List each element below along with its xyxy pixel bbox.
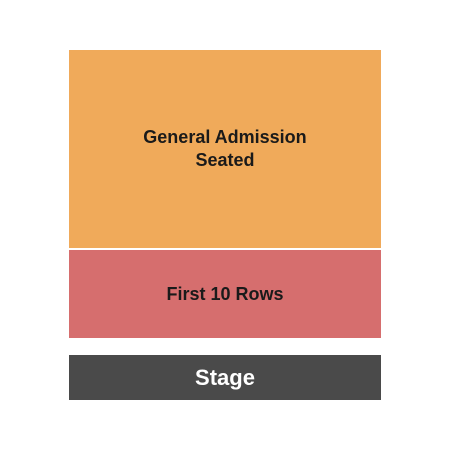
section-general-admission-label: General Admission Seated: [143, 126, 306, 172]
stage: Stage: [69, 355, 381, 400]
section-general-admission-seated[interactable]: General Admission Seated: [69, 50, 381, 248]
section-first-10-rows-label: First 10 Rows: [166, 283, 284, 304]
stage-label: Stage: [195, 364, 255, 390]
section-first-10-rows[interactable]: First 10 Rows: [69, 250, 381, 338]
section-general-admission-label-line2: Seated: [195, 150, 255, 170]
section-general-admission-label-line1: General Admission: [143, 127, 307, 147]
